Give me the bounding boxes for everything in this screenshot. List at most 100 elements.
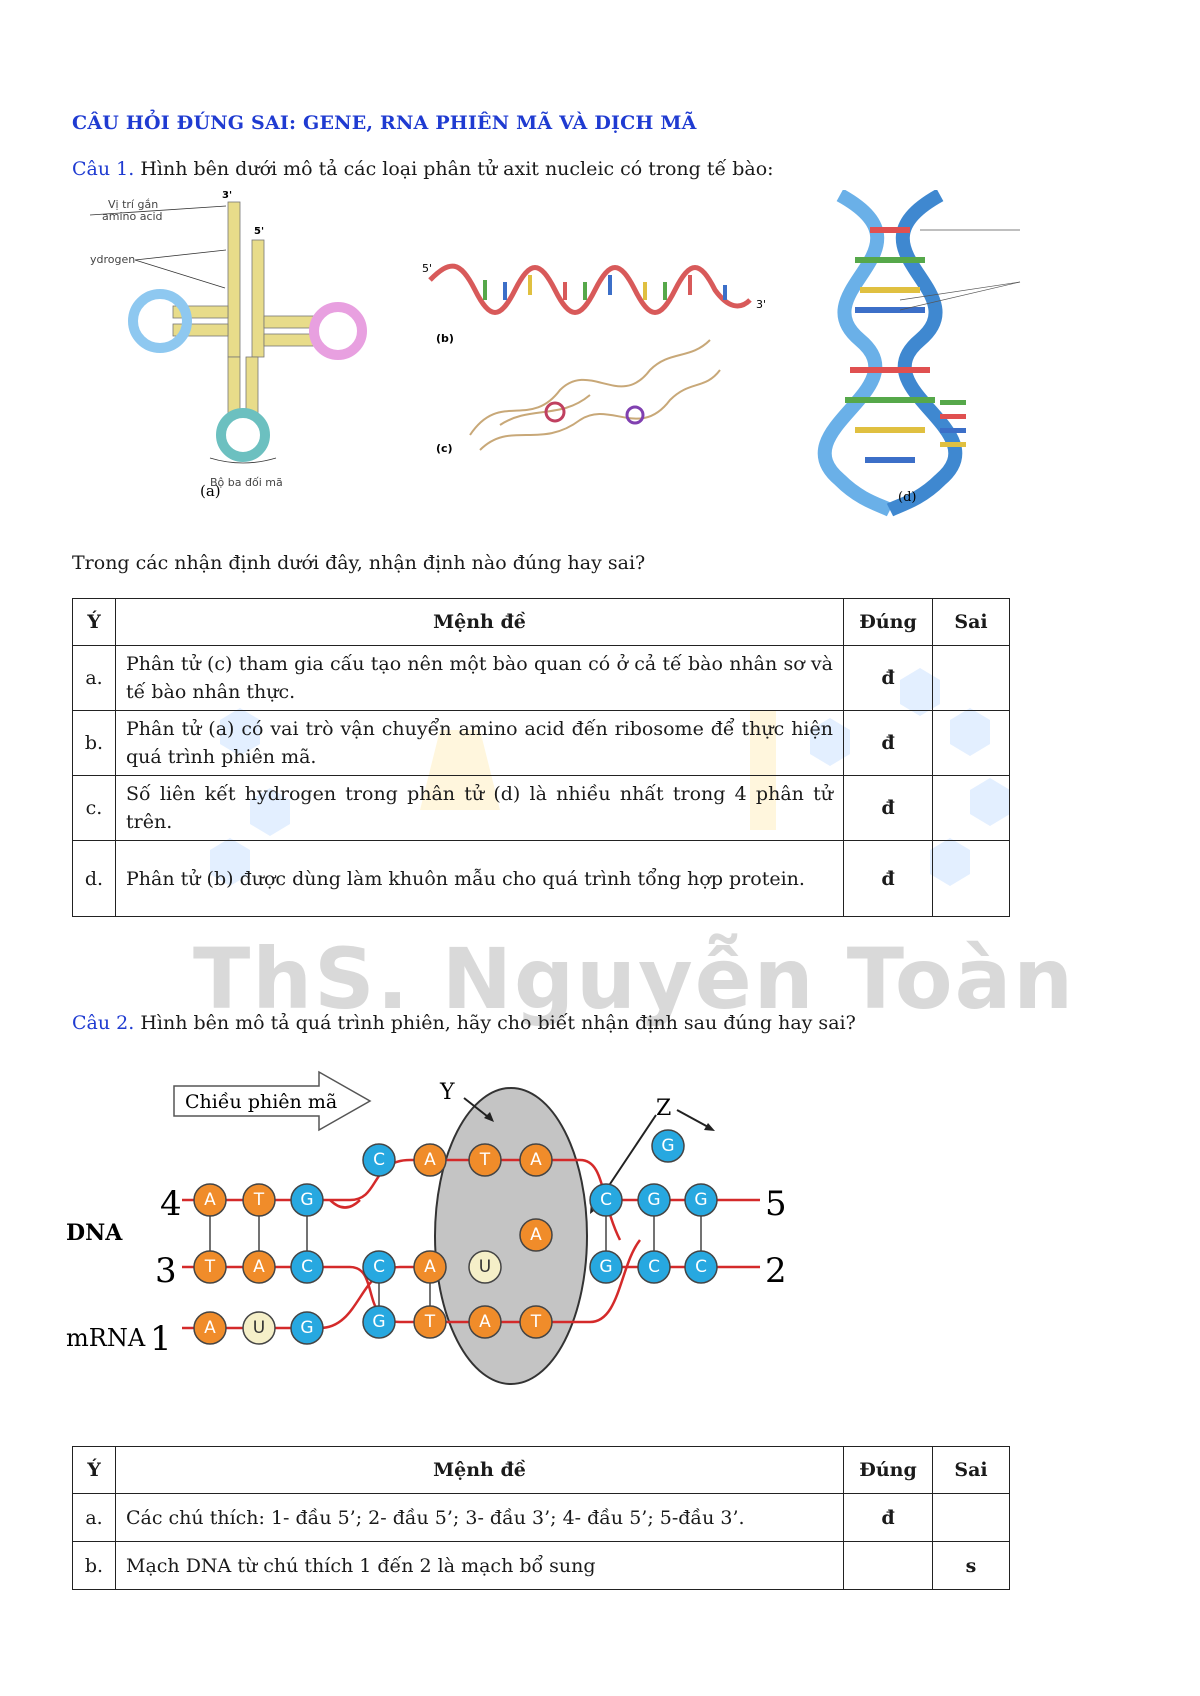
trna-diagram: 3' 5' Vị trí gắn amino acid ydrogen Bộ b… [89,190,367,500]
row-true-mark: đ [843,645,933,711]
row-false-mark [932,775,1010,841]
svg-text:T: T [253,1190,265,1210]
row-true-mark [843,1541,933,1590]
svg-text:C: C [648,1257,660,1277]
row-statement: Phân tử (a) có vai trò vận chuyển amino … [115,710,844,776]
table-header-row: Ý Mệnh đề Đúng Sai [72,598,1010,646]
figure-nucleic-acids: 3' 5' Vị trí gắn amino acid ydrogen Bộ b… [89,190,1021,517]
direction-arrow [173,1070,372,1132]
nucleotide: A [519,1143,553,1177]
dna-helix-diagram: (d) [817,190,1021,517]
header-true: Đúng [843,1446,933,1494]
row-statement: Phân tử (c) tham gia cấu tạo nên một bào… [115,645,844,711]
row-true-mark: đ [843,840,933,917]
nucleotide: A [519,1218,553,1252]
dna-label: DNA [66,1220,123,1246]
header-statement: Mệnh đề [115,598,844,646]
caption-b: (b) [436,332,454,345]
svg-text:A: A [204,1318,216,1338]
svg-text:C: C [301,1257,313,1277]
nucleotide: T [242,1183,276,1217]
nucleotide: G [290,1311,324,1345]
row-label: a. [72,645,116,711]
nucleotide: G [362,1305,396,1339]
table-row: b. Mạch DNA từ chú thích 1 đến 2 là mạch… [72,1541,1010,1590]
caption-c: (c) [436,442,453,455]
nucleotide: C [290,1250,324,1284]
svg-text:C: C [600,1190,612,1210]
row-false-mark [932,1493,1010,1542]
svg-text:T: T [479,1150,491,1170]
table-row: a. Phân tử (c) tham gia cấu tạo nên một … [72,645,1010,711]
nucleotide: T [413,1305,447,1339]
figure-transcription: Chiều phiên mã Y Z DNA mRNA 1 4 3 5 2 A … [66,1070,787,1385]
row-label: a. [72,1493,116,1542]
question-1-number: Câu 1. [72,158,135,180]
row-false-mark [932,710,1010,776]
row-false-mark [932,840,1010,917]
trna-amino-site-label: Vị trí gắn [108,198,158,211]
number-5: 5 [765,1184,787,1224]
header-y: Ý [72,1446,116,1494]
nucleotide: C [362,1250,396,1284]
svg-text:G: G [694,1190,707,1210]
row-label: b. [72,710,116,776]
number-2: 2 [765,1251,787,1291]
header-false: Sai [932,598,1010,646]
svg-text:A: A [424,1257,436,1277]
nucleotide: T [468,1143,502,1177]
mrna-3prime-label: 3' [756,298,766,311]
svg-text:G: G [300,1318,313,1338]
svg-text:G: G [372,1312,385,1332]
mrna-5prime-label: 5' [422,262,432,275]
table-row: c. Số liên kết hydrogen trong phân tử (d… [72,775,1010,841]
row-label: b. [72,1541,116,1590]
question-2-number: Câu 2. [72,1012,135,1034]
mrna-label: mRNA [66,1324,146,1352]
page-title: CÂU HỎI ĐÚNG SAI: GENE, RNA PHIÊN MÃ VÀ … [72,112,697,134]
row-true-mark: đ [843,775,933,841]
svg-text:A: A [530,1225,542,1245]
row-label: d. [72,840,116,917]
svg-text:A: A [204,1190,216,1210]
header-statement: Mệnh đề [115,1446,844,1494]
row-statement: Các chú thích: 1- đầu 5’; 2- đầu 5’; 3- … [115,1493,844,1542]
svg-text:U: U [479,1257,491,1277]
nucleotide: C [589,1183,623,1217]
row-true-mark: đ [843,1493,933,1542]
nucleotide: A [413,1143,447,1177]
row-statement: Số liên kết hydrogen trong phân tử (d) l… [115,775,844,841]
label-y: Y [439,1080,455,1105]
svg-text:T: T [530,1312,542,1332]
direction-label: Chiều phiên mã [185,1091,337,1113]
svg-text:C: C [373,1150,385,1170]
question-1-instruction: Trong các nhận định dưới đây, nhận định … [72,552,646,574]
table-row: b. Phân tử (a) có vai trò vận chuyển ami… [72,710,1010,776]
nucleotide: G [637,1183,671,1217]
svg-text:A: A [479,1312,491,1332]
header-true: Đúng [843,598,933,646]
svg-text:T: T [204,1257,216,1277]
svg-text:A: A [253,1257,265,1277]
nucleotide: A [413,1250,447,1284]
question-2: Câu 2. Hình bên mô tả quá trình phiên, h… [72,1012,856,1034]
svg-text:U: U [253,1318,265,1338]
nucleotide: A [468,1305,502,1339]
nucleotide: G [684,1183,718,1217]
nucleotide: U [468,1250,502,1284]
table-header-row: Ý Mệnh đề Đúng Sai [72,1446,1010,1494]
svg-text:G: G [300,1190,313,1210]
svg-text:G: G [661,1136,674,1156]
header-false: Sai [932,1446,1010,1494]
number-3: 3 [155,1251,177,1291]
table-row: a. Các chú thích: 1- đầu 5’; 2- đầu 5’; … [72,1493,1010,1542]
svg-text:G: G [599,1257,612,1277]
svg-text:C: C [373,1257,385,1277]
nucleotide: G [589,1250,623,1284]
caption-d: (d) [898,490,916,505]
svg-text:A: A [530,1150,542,1170]
nucleotide: C [637,1250,671,1284]
row-statement: Phân tử (b) được dùng làm khuôn mẫu cho … [115,840,844,917]
question-1: Câu 1. Hình bên dưới mô tả các loại phân… [72,158,774,180]
svg-text:G: G [647,1190,660,1210]
